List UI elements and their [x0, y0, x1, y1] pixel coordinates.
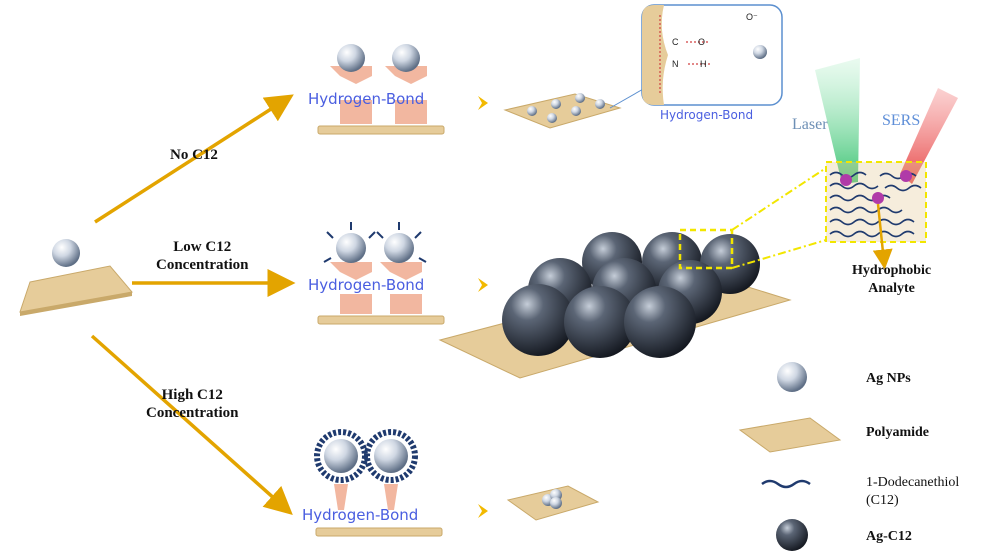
polyamide-edge-start — [20, 292, 132, 316]
step-chevron-bottom — [478, 504, 488, 518]
bond-stem-mid-1 — [340, 294, 372, 314]
legend-ag-c12: Ag-C12 — [866, 529, 912, 544]
legend-thiol-icon — [761, 479, 811, 489]
thiol-ligands-mid — [323, 222, 427, 263]
ag-c12-array — [502, 232, 760, 358]
ag-np-mid-2 — [384, 233, 414, 263]
label-high-c12-line1: High C12 — [161, 387, 223, 403]
thiol-shell-bottom — [314, 429, 418, 483]
bond-arrow-mid-1 — [330, 262, 372, 280]
legend-ag-c12-icon — [776, 519, 808, 551]
np-dot — [547, 113, 557, 123]
step-chevron-top — [478, 96, 488, 110]
chem-n: N — [672, 59, 679, 69]
callout-line — [609, 87, 646, 109]
hbond-label-callout: Hydrogen-Bond — [660, 108, 754, 122]
label-no-c12: No C12 — [170, 147, 218, 163]
zoom-line-1 — [731, 167, 827, 231]
legend-ag-nps: Ag NPs — [866, 371, 911, 386]
branch-arrows — [90, 94, 296, 515]
label-low-c12: Low C12 Concentration — [156, 238, 249, 274]
zoom-line-2 — [731, 239, 827, 269]
np-dot — [527, 106, 537, 116]
label-high-c12-line2: Concentration — [146, 405, 239, 421]
analyte-pointer — [872, 203, 893, 270]
ag-np-top-1 — [337, 44, 365, 72]
np-dot — [571, 106, 581, 116]
high-c12-panel — [314, 429, 600, 537]
label-low-c12-line1: Low C12 — [173, 239, 232, 255]
ag-c12-sphere — [502, 284, 574, 356]
hbond-label-middle: Hydrogen-Bond — [308, 276, 425, 294]
sers-beam — [900, 88, 958, 184]
arrow-no-c12 — [94, 94, 294, 224]
hbond-label-top: Hydrogen-Bond — [308, 90, 425, 108]
ag-np-bottom-1 — [324, 439, 358, 473]
sers-inset — [815, 58, 958, 270]
legend-thiol: 1-Dodecanethiol (C12) — [866, 474, 959, 510]
np-dot — [575, 93, 585, 103]
laser-beam — [815, 58, 860, 184]
label-high-c12: High C12 Concentration — [146, 386, 239, 422]
arrow-high-c12 — [90, 334, 293, 515]
aggregate-np — [550, 497, 562, 509]
ag-c12-sphere — [624, 286, 696, 358]
label-analyte-line2: Analyte — [868, 281, 915, 296]
ag-np-bottom-2 — [374, 439, 408, 473]
ag-np-top-2 — [392, 44, 420, 72]
bond-arrow-mid-2 — [380, 262, 422, 280]
legend-thiol-line1: 1-Dodecanethiol — [866, 475, 960, 490]
label-sers: SERS — [882, 112, 921, 129]
np-dot — [551, 99, 561, 109]
chem-o-minus: O⁻ — [746, 12, 758, 22]
chem-o: O — [698, 37, 706, 47]
label-hydrophobic-analyte: Hydrophobic Analyte — [852, 262, 931, 298]
callout-surface — [642, 5, 668, 105]
legend-graphics — [738, 362, 842, 551]
analyte-dot — [840, 174, 852, 186]
legend-ag-np-icon — [777, 362, 807, 392]
legend-polyamide-icon — [738, 417, 842, 453]
np-dot — [595, 99, 605, 109]
ag-np-mid-1 — [336, 233, 366, 263]
ag-np-start — [52, 239, 80, 267]
label-low-c12-line2: Concentration — [156, 257, 249, 273]
chem-h: H — [700, 59, 707, 69]
bond-arrow-top-2 — [385, 66, 427, 84]
bond-arrow-bottom-2 — [384, 484, 398, 510]
chem-c: C — [672, 37, 679, 47]
ag-c12-sphere — [564, 286, 636, 358]
callout-np — [753, 45, 767, 59]
bond-stem-top-2 — [395, 100, 427, 124]
polyamide-sheet-top — [503, 93, 622, 129]
legend-thiol-line2: (C12) — [866, 493, 899, 508]
bond-stem-top-1 — [340, 100, 372, 124]
bond-arrow-bottom-1 — [334, 484, 348, 510]
label-laser: Laser — [792, 116, 828, 133]
zoom-box — [678, 228, 734, 270]
polyamide-bar-bottom — [315, 527, 443, 537]
hbond-label-bottom: Hydrogen-Bond — [302, 506, 419, 524]
start-state — [19, 239, 133, 316]
legend-polyamide: Polyamide — [866, 425, 929, 440]
label-analyte-line1: Hydrophobic — [852, 263, 932, 278]
low-c12-panel — [317, 167, 827, 379]
analyte-dot — [900, 170, 912, 182]
bond-arrow-top-1 — [330, 66, 372, 84]
no-c12-panel — [317, 4, 783, 135]
step-chevron-mid — [478, 278, 488, 292]
bond-stem-mid-2 — [390, 294, 422, 314]
polyamide-bar-top — [317, 125, 445, 135]
analyte-dot — [872, 192, 884, 204]
polyamide-bar-mid — [317, 315, 445, 325]
